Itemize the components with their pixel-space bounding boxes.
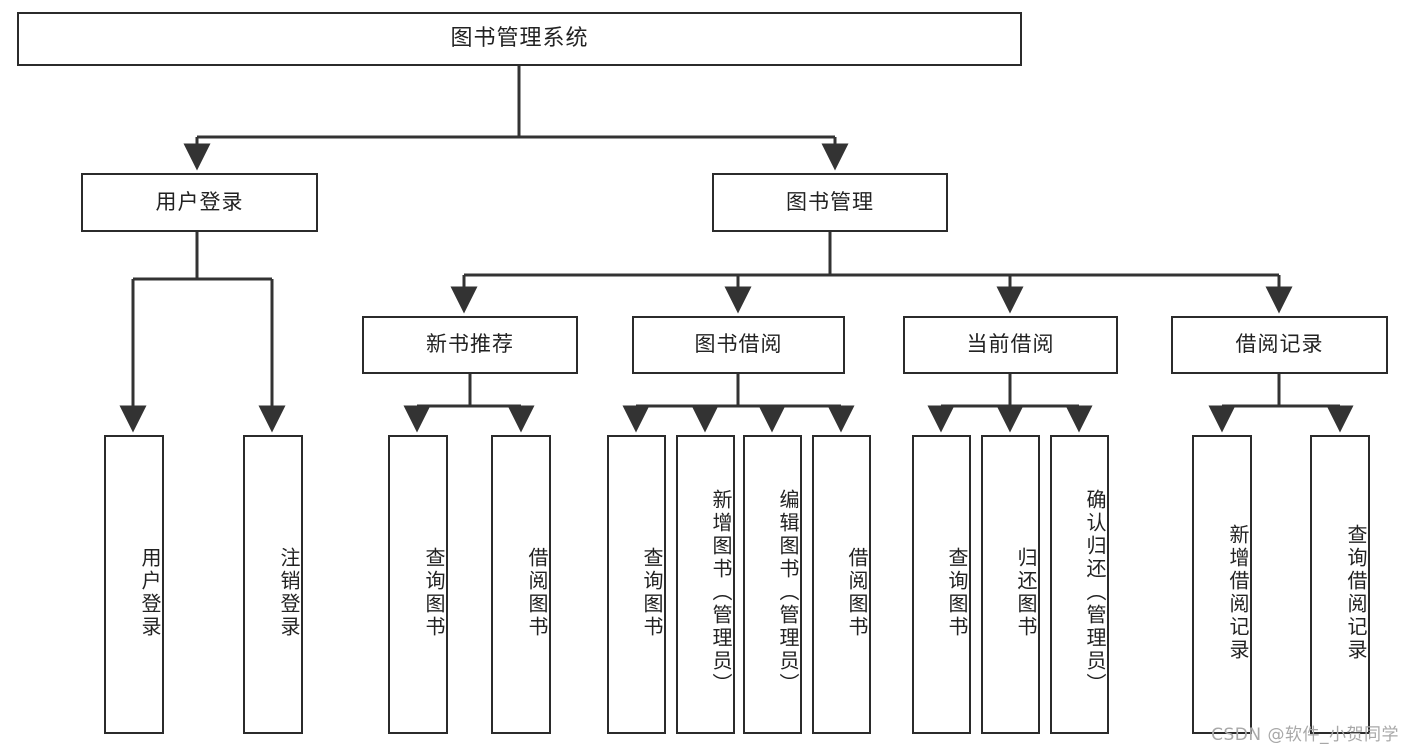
node-current-borrowing[interactable]: 当前借阅: [903, 316, 1118, 374]
leaf-current-return-book[interactable]: 归还图书: [981, 435, 1040, 734]
node-label: 新增借阅记录: [1226, 523, 1250, 662]
leaf-recommend-query-book[interactable]: 查询图书: [388, 435, 448, 734]
leaf-current-query-book[interactable]: 查询图书: [912, 435, 971, 734]
leaf-recommend-borrow-book[interactable]: 借阅图书: [491, 435, 551, 734]
node-label: 编辑图书（管理员）: [776, 489, 800, 696]
leaf-borrow-add-book[interactable]: 新增图书（管理员）: [676, 435, 735, 734]
node-label: 用户登录: [138, 546, 162, 639]
node-label: 借阅图书: [525, 546, 549, 639]
node-label: 查询图书: [945, 546, 969, 639]
node-label: 查询借阅记录: [1344, 523, 1368, 662]
node-label: 查询图书: [640, 546, 664, 639]
node-borrow-record[interactable]: 借阅记录: [1171, 316, 1388, 374]
node-book-management-system[interactable]: 图书管理系统: [17, 12, 1022, 66]
leaf-borrow-lend-book[interactable]: 借阅图书: [812, 435, 871, 734]
node-label: 图书借阅: [694, 332, 783, 357]
node-label: 借阅图书: [845, 546, 869, 639]
leaf-borrow-edit-book[interactable]: 编辑图书（管理员）: [743, 435, 802, 734]
node-label: 当前借阅: [966, 332, 1055, 357]
node-label: 注销登录: [277, 546, 301, 639]
node-label: 图书管理系统: [450, 25, 589, 51]
node-label: 归还图书: [1014, 546, 1038, 639]
leaf-user-logout[interactable]: 注销登录: [243, 435, 303, 734]
node-label: 新增图书（管理员）: [709, 489, 733, 696]
node-label: 用户登录: [155, 189, 244, 214]
leaf-record-search[interactable]: 查询借阅记录: [1310, 435, 1370, 734]
node-book-borrowing[interactable]: 图书借阅: [632, 316, 845, 374]
leaf-user-login[interactable]: 用户登录: [104, 435, 164, 734]
node-label: 新书推荐: [426, 332, 514, 357]
node-new-book-recommendation[interactable]: 新书推荐: [362, 316, 578, 374]
leaf-record-add[interactable]: 新增借阅记录: [1192, 435, 1252, 734]
leaf-borrow-query-book[interactable]: 查询图书: [607, 435, 666, 734]
node-label: 借阅记录: [1235, 332, 1324, 357]
node-label: 确认归还（管理员）: [1083, 489, 1107, 696]
node-label: 图书管理: [786, 189, 874, 214]
node-book-management[interactable]: 图书管理: [712, 173, 948, 232]
leaf-current-confirm-return[interactable]: 确认归还（管理员）: [1050, 435, 1109, 734]
node-user-login[interactable]: 用户登录: [81, 173, 318, 232]
node-label: 查询图书: [422, 546, 446, 639]
